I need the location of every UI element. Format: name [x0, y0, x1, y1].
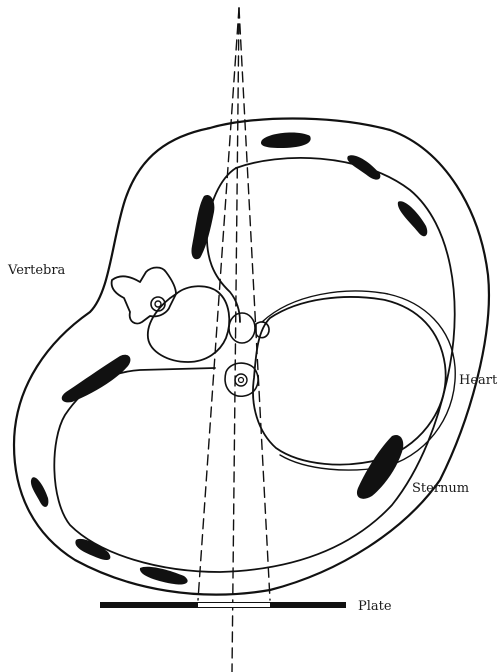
pericardium-outline — [262, 291, 455, 470]
sternum — [357, 435, 403, 499]
rib-left-lower — [31, 477, 48, 507]
beam-line-right — [239, 8, 270, 600]
sternum-label: Sternum — [412, 482, 469, 495]
spinal-cord — [155, 301, 161, 307]
rib-left-mid — [62, 355, 131, 403]
aorta-inner — [235, 374, 247, 386]
heart-outline — [253, 297, 446, 465]
heart-label: Heart — [459, 374, 497, 387]
vertebra-label: Vertebra — [8, 264, 65, 277]
esophagus — [229, 313, 255, 343]
outer-body-wall — [14, 119, 489, 595]
plate — [100, 602, 346, 608]
aorta-lumen — [239, 378, 244, 383]
rib-top-2 — [347, 155, 380, 179]
plate-label: Plate — [358, 600, 392, 613]
plate-exposed-area — [198, 603, 270, 607]
rib-right-1 — [398, 201, 427, 236]
rib-top-1 — [261, 133, 311, 148]
beam-line-left — [198, 8, 239, 600]
vertebral-arch — [112, 268, 176, 324]
rib-left-upper — [191, 195, 214, 259]
ribs — [31, 133, 427, 585]
